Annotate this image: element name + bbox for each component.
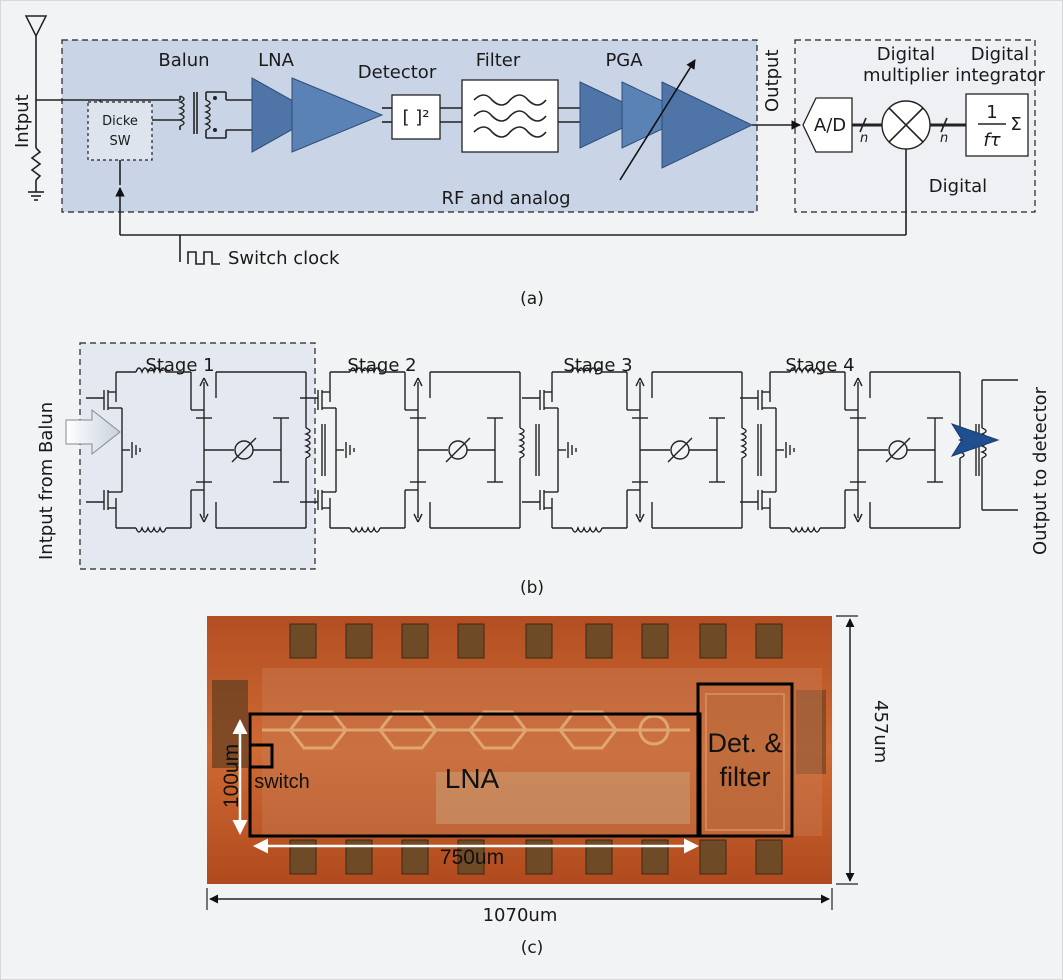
caption-c: (c) <box>521 938 544 958</box>
integrator-numerator: 1 <box>986 102 997 123</box>
stage-1-label: Stage 1 <box>145 355 214 376</box>
dicke-label-2: SW <box>109 134 130 149</box>
switch-clock-label: Switch clock <box>228 248 340 269</box>
width-750um-label: 750um <box>440 846 504 869</box>
pga-label: PGA <box>605 50 643 71</box>
caption-b: (b) <box>520 578 544 598</box>
input-from-balun-label: Intput from Balun <box>36 402 57 560</box>
height-457um-label: 457um <box>870 700 891 763</box>
chip-det-label-2: filter <box>719 762 770 792</box>
digital-multiplier-label-2: multiplier <box>863 65 950 86</box>
multiplier-icon <box>882 101 930 149</box>
bond-pads-top <box>290 624 782 658</box>
balun-label: Balun <box>158 50 209 71</box>
digital-integrator-label-2: integrator <box>955 65 1045 86</box>
ad-label: A/D <box>814 115 846 136</box>
stage-2-label: Stage 2 <box>347 355 416 376</box>
integrator-sigma: Σ <box>1010 114 1021 135</box>
chip-switch-label: switch <box>254 771 310 793</box>
filter-label: Filter <box>476 50 521 71</box>
height-100um-label: 100um <box>220 744 243 808</box>
chip-lna-label: LNA <box>445 763 500 794</box>
integrator-denominator: fτ <box>983 130 1000 151</box>
bus-width-2: n <box>940 131 948 146</box>
output-to-detector-label: Output to detector <box>1030 386 1051 555</box>
dicke-label-1: Dicke <box>102 114 138 129</box>
stage-1-highlight <box>80 343 315 569</box>
detector-label: Detector <box>358 62 437 83</box>
bus-width-1: n <box>860 131 868 146</box>
output-label: Output <box>762 49 783 112</box>
rf-analog-label: RF and analog <box>441 188 570 209</box>
dicke-switch <box>88 102 152 160</box>
stage-3-label: Stage 3 <box>563 355 632 376</box>
digital-label: Digital <box>929 176 987 197</box>
chip-det-label-1: Det. & <box>707 728 782 758</box>
caption-a: (a) <box>520 289 544 309</box>
width-1070um-label: 1070um <box>483 905 558 926</box>
input-label: Intput <box>12 94 33 148</box>
lna-label: LNA <box>258 50 294 71</box>
detector-symbol: [ ]² <box>403 107 430 128</box>
digital-integrator-label-1: Digital <box>971 44 1029 65</box>
digital-multiplier-label-1: Digital <box>877 44 935 65</box>
